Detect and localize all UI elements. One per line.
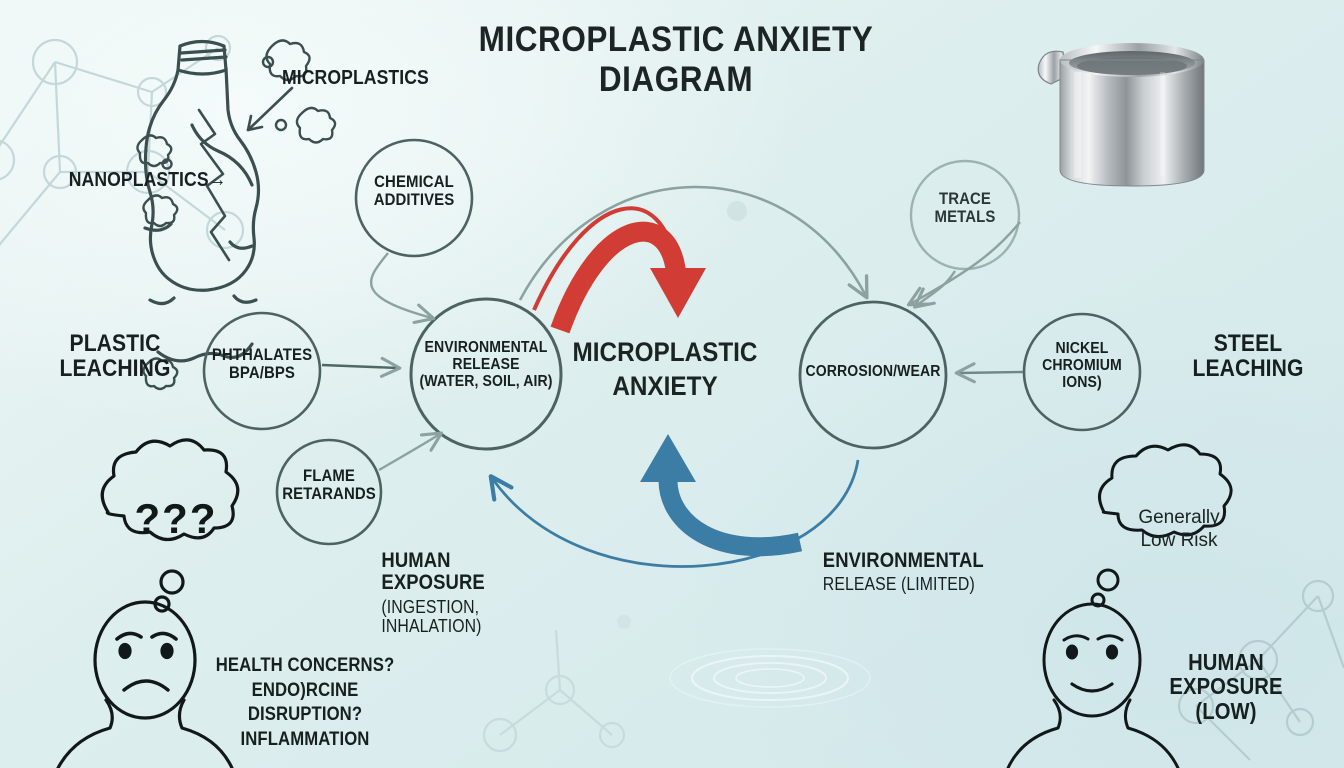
page-title: MICROPLASTIC ANXIETY DIAGRAM [386, 20, 966, 100]
calm-thought-text: Generally Low Risk [1138, 507, 1220, 551]
red-flow-arrow [532, 206, 706, 334]
node-environmental-release-circle [409, 297, 563, 451]
bottom-arc-blue [488, 459, 860, 568]
flow-label-human-exposure: HUMAN EXPOSURE (INGESTION, INHALATION) [381, 549, 485, 636]
node-phthalates-circle [202, 311, 322, 431]
node-chemical-additives-circle [354, 138, 474, 258]
top-arc-gray [518, 185, 869, 301]
concern-item: INFLAMMATION [240, 729, 370, 751]
blue-flow-arrow [640, 434, 803, 557]
annotation-microplastics: MICROPLASTICS [282, 67, 429, 89]
node-flame-retardants-circle [275, 438, 383, 546]
node-corrosion-wear-circle [798, 300, 948, 450]
concern-item: HEALTH CONCERNS? [215, 655, 395, 676]
node-environmental-release-label[interactable]: ENVIRONMENTAL RELEASE (WATER, SOIL, AIR) [419, 339, 553, 390]
node-flame-retardants-label[interactable]: FLAME RETARANDS [282, 466, 376, 504]
annotation-nanoplastics: NANOPLASTICS→ [68, 169, 227, 191]
feeder-arrows [321, 221, 1024, 472]
node-chemical-additives-label[interactable]: CHEMICAL ADDITIVES [373, 172, 455, 210]
node-trace-metals-label[interactable]: TRACE METALS [934, 189, 996, 227]
node-corrosion-wear-label[interactable]: CORROSION/WEAR [805, 363, 941, 380]
section-header-steel-leaching: STEEL LEACHING [1192, 330, 1304, 383]
node-nickel-chromium-circle [1022, 312, 1142, 432]
node-phthalates-label[interactable]: PHTHALATES BPA/BPS [211, 345, 313, 383]
title-line-1: MICROPLASTIC ANXIETY [478, 20, 874, 59]
nanoplastics-arrow-icon: → [208, 169, 227, 191]
worried-face-icon [56, 438, 240, 768]
calm-caption: HUMAN EXPOSURE (LOW) [1169, 649, 1283, 724]
center-concept-label: MICROPLASTIC ANXIETY [545, 336, 785, 404]
worried-thought-text: ??? [134, 495, 218, 542]
node-trace-metals-circle [909, 159, 1021, 271]
node-nickel-chromium-label[interactable]: NICKEL CHROMIUM IONS) [1042, 340, 1122, 391]
concern-item: ENDO)RCINE DISRUPTION? [247, 679, 363, 726]
flow-label-environmental-release-limited: ENVIRONMENTAL RELEASE (LIMITED) [822, 549, 984, 595]
section-header-plastic-leaching: PLASTIC LEACHING [59, 330, 171, 383]
center-line-2: ANXIETY [612, 370, 718, 401]
worried-concerns-list: HEALTH CONCERNS? ENDO)RCINE DISRUPTION? … [204, 654, 406, 753]
title-line-2: DIAGRAM [598, 59, 754, 99]
calm-face-icon [1006, 443, 1233, 768]
center-line-1: MICROPLASTIC [572, 337, 758, 367]
